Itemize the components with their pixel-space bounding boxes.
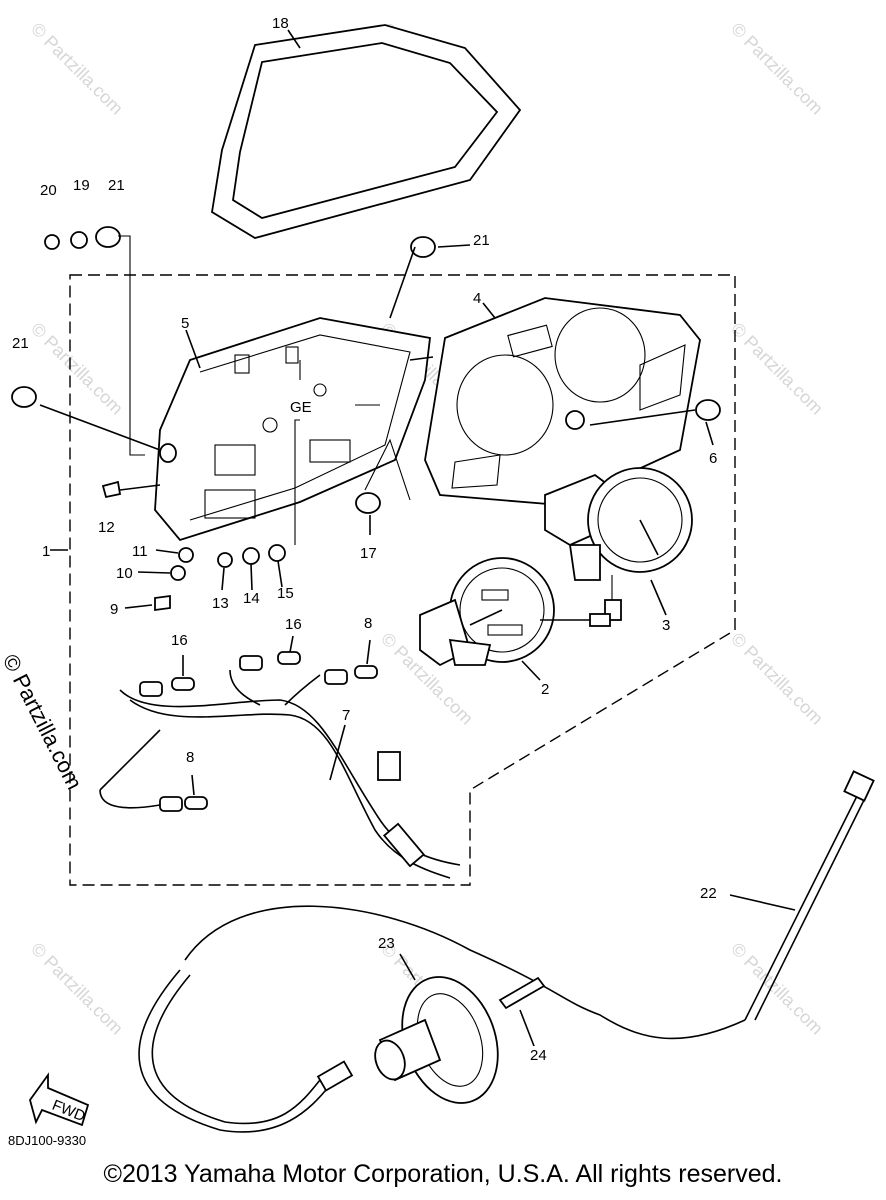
callout-14: 14 <box>243 590 260 607</box>
fwd-arrow-icon: FWD <box>29 1072 90 1127</box>
grommet-part-21[interactable] <box>410 236 436 258</box>
leader-lines <box>39 29 796 1047</box>
grommet-part-17[interactable] <box>355 492 381 514</box>
watermark-text: © Partzilla.com <box>727 19 827 119</box>
cap-part-6[interactable] <box>695 399 721 421</box>
nut-part-10[interactable] <box>170 565 186 581</box>
callout-15: 15 <box>277 585 294 602</box>
callouts: 18 20 19 21 21 21 4 5 6 12 1 11 10 9 13 … <box>12 15 717 1064</box>
callout-16: 16 <box>171 632 188 649</box>
copyright-notice: ©2013 Yamaha Motor Corporation, U.S.A. A… <box>103 1160 783 1188</box>
gasket-part-18[interactable] <box>211 24 522 239</box>
callout-6: 6 <box>709 450 717 467</box>
fwd-label: FWD <box>50 1097 88 1126</box>
callout-16: 16 <box>285 616 302 633</box>
bulb-part-16[interactable] <box>277 651 301 665</box>
bulb-part-8[interactable] <box>354 665 378 679</box>
watermark-text: © Partzilla.com <box>727 939 827 1039</box>
gear-unit-part-23[interactable] <box>370 964 515 1117</box>
callout-10: 10 <box>116 565 133 582</box>
watermark-text: © Partzilla.com <box>27 19 127 119</box>
meter-cable-part-22[interactable] <box>138 770 875 1133</box>
callout-12: 12 <box>98 519 115 536</box>
nut-part-13[interactable] <box>217 552 233 568</box>
callout-9: 9 <box>110 601 118 618</box>
tachometer-part-3[interactable] <box>544 467 693 621</box>
bulb-part-16[interactable] <box>171 677 195 691</box>
washer-part-14[interactable] <box>242 547 260 565</box>
callout-21: 21 <box>12 335 29 352</box>
watermark-text: © Partzilla.com <box>27 319 127 419</box>
screw-part-9[interactable] <box>154 594 171 612</box>
grommet-part-21[interactable] <box>95 226 121 248</box>
watermark-text: © Partzilla.com <box>727 629 827 729</box>
callout-13: 13 <box>212 595 229 612</box>
grommet-part-15[interactable] <box>268 544 286 562</box>
callout-7: 7 <box>342 707 350 724</box>
diagram-code: 8DJ100-9330 <box>8 1133 87 1148</box>
callout-21: 21 <box>108 177 125 194</box>
callout-23: 23 <box>378 935 395 952</box>
callout-3: 3 <box>662 617 670 634</box>
callout-18: 18 <box>272 15 289 32</box>
assembly-boundary <box>69 274 736 886</box>
grommet-part-21[interactable] <box>11 386 37 408</box>
callout-11: 11 <box>132 543 148 560</box>
callout-2: 2 <box>541 681 549 698</box>
watermark-text: © Partzilla.com <box>727 319 827 419</box>
wire-harness-part-7[interactable] <box>99 655 461 879</box>
screw-part-12[interactable] <box>101 480 122 499</box>
grommet-part-21[interactable] <box>159 443 177 463</box>
svg-text:GE: GE <box>290 399 312 416</box>
bulb-part-8[interactable] <box>184 796 208 810</box>
washer-part-11[interactable] <box>178 547 194 563</box>
callout-17: 17 <box>360 545 377 562</box>
callout-5: 5 <box>181 315 189 332</box>
meter-panel-part-4[interactable] <box>424 297 701 506</box>
callout-21: 21 <box>473 232 490 249</box>
callout-8: 8 <box>186 749 194 766</box>
callout-20: 20 <box>40 182 57 199</box>
hardware-parts <box>11 226 436 612</box>
pin-part-24[interactable] <box>498 976 546 1010</box>
washer-part-19[interactable] <box>70 231 88 249</box>
watermark-text: © Partzilla.com <box>27 939 127 1039</box>
callout-1: 1 <box>42 543 50 560</box>
callout-22: 22 <box>700 885 717 902</box>
callout-24: 24 <box>530 1047 547 1064</box>
nut-part-20[interactable] <box>44 234 60 250</box>
callout-8: 8 <box>364 615 372 632</box>
callout-19: 19 <box>73 177 90 194</box>
meter-case-part-5[interactable]: GE <box>154 317 431 542</box>
speedometer-part-2[interactable] <box>419 557 611 667</box>
callout-4: 4 <box>473 290 481 307</box>
